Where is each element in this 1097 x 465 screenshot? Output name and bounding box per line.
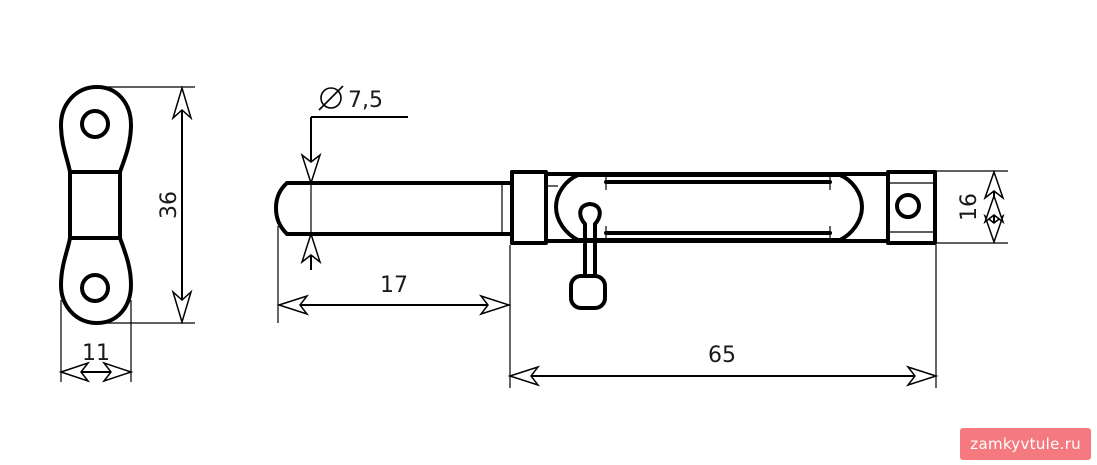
lower-hole xyxy=(80,273,110,303)
dimension-17: 17 xyxy=(276,226,512,388)
watermark-badge: zamkyvtule.ru xyxy=(960,428,1091,460)
screw-hole xyxy=(895,193,921,219)
bolt-extension-label: 17 xyxy=(380,273,408,298)
bolt-latch xyxy=(274,170,937,310)
diameter-label: 7,5 xyxy=(348,88,383,113)
bolt-handle xyxy=(569,202,607,310)
diameter-icon xyxy=(320,87,342,109)
dimension-11: 11 xyxy=(58,300,134,383)
body-height-label: 16 xyxy=(957,193,982,221)
dimension-36: 36 xyxy=(100,85,195,325)
dimension-65: 65 xyxy=(507,245,939,388)
body-length-label: 65 xyxy=(708,343,736,368)
width-label: 11 xyxy=(82,341,110,366)
dimension-16: 16 xyxy=(936,169,1008,245)
upper-hole xyxy=(80,109,110,139)
dimension-diameter: 7,5 xyxy=(300,85,408,270)
height-label: 36 xyxy=(157,191,182,219)
strike-plate xyxy=(59,85,133,325)
